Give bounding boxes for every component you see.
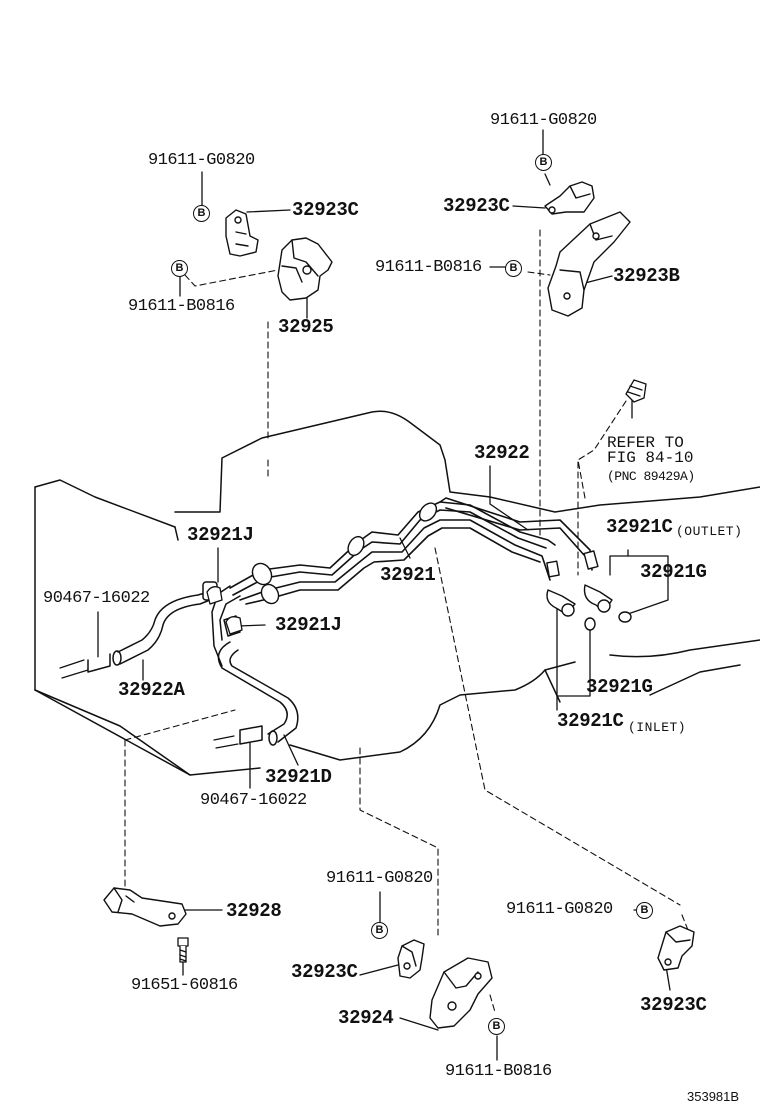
part-label-90467-16022: 90467-16022 — [200, 791, 307, 810]
clamps-32921j — [206, 586, 243, 635]
bracket-32923c-bottom-right — [657, 925, 695, 971]
refer-note-line3: (PNC 89429A) — [607, 469, 695, 484]
dashed-leaders — [124, 229, 689, 1013]
illustration-id: 353981B — [687, 1089, 740, 1104]
part-label-91611-g0820: 91611-G0820 — [148, 151, 255, 170]
part-label-32921g: 32921G — [586, 676, 653, 698]
pipe-bundle-32921 — [229, 497, 593, 605]
refer-note-line2: FIG 84-10 — [607, 449, 694, 467]
bolt-mark-b: B — [193, 205, 210, 222]
part-label-91611-b0816: 91611-B0816 — [445, 1062, 552, 1081]
part-label-32923b: 32923B — [613, 265, 680, 287]
pipe-fittings — [251, 502, 632, 631]
bolt-mark-b: B — [636, 902, 653, 919]
part-label-32923c: 32923C — [292, 199, 359, 221]
part-label-91611-g0820: 91611-G0820 — [326, 869, 433, 888]
part-label-91651-60816: 91651-60816 — [131, 976, 238, 995]
bracket-32923c-top-left — [225, 209, 259, 257]
part-label-32921: 32921 — [380, 564, 436, 586]
bracket-32925 — [277, 237, 333, 301]
qualifier-inlet: (INLET) — [628, 720, 687, 735]
part-label-91611-b0816: 91611-B0816 — [375, 258, 482, 277]
bracket-32923c-top-right — [544, 181, 595, 215]
part-label-91611-b0816: 91611-B0816 — [128, 297, 235, 316]
bracket-32924 — [429, 957, 493, 1029]
pressure-switch-part — [625, 379, 647, 403]
part-label-32922: 32922 — [474, 442, 530, 464]
part-label-32928: 32928 — [226, 900, 282, 922]
leader-lines — [97, 129, 671, 1061]
part-label-32921c-inlet: 32921C — [557, 710, 624, 732]
bolt-91651-60816 — [177, 937, 189, 963]
bracket-32923b — [547, 211, 631, 317]
part-label-32921j: 32921J — [275, 614, 342, 636]
part-label-32923c: 32923C — [443, 195, 510, 217]
bolt-mark-b: B — [535, 154, 552, 171]
part-label-32921c-outlet: 32921C — [606, 516, 673, 538]
part-label-32921g: 32921G — [640, 561, 707, 583]
part-label-32923c: 32923C — [640, 994, 707, 1016]
part-label-32925: 32925 — [278, 316, 334, 338]
part-label-32921d: 32921D — [265, 766, 332, 788]
part-label-32921j: 32921J — [187, 524, 254, 546]
part-label-90467-16022: 90467-16022 — [43, 589, 150, 608]
bolt-mark-b: B — [505, 260, 522, 277]
bracket-32923c-bottom-middle — [397, 939, 425, 979]
bracket-32928 — [103, 887, 187, 927]
part-label-91611-g0820: 91611-G0820 — [506, 900, 613, 919]
hose-32921d — [211, 585, 299, 749]
part-label-91611-g0820: 91611-G0820 — [490, 111, 597, 130]
bolt-mark-b: B — [371, 922, 388, 939]
refer-note-line1: REFER TO — [607, 434, 684, 452]
bolt-mark-b: B — [488, 1018, 505, 1035]
bolt-mark-b: B — [171, 260, 188, 277]
part-label-32922a: 32922A — [118, 679, 185, 701]
engine-outline — [34, 410, 760, 776]
part-label-32923c: 32923C — [291, 961, 358, 983]
qualifier-outlet: (OUTLET) — [676, 524, 743, 539]
part-label-32924: 32924 — [338, 1007, 394, 1029]
